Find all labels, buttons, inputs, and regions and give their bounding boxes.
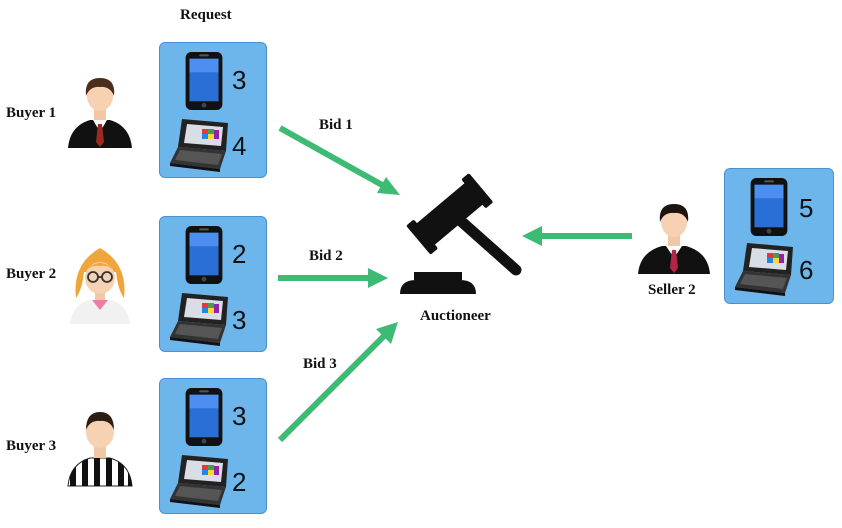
person-icon <box>67 412 133 487</box>
buyer-1-laptop-qty: 4 <box>232 131 247 161</box>
auctioneer-gavel <box>392 160 532 294</box>
bid-1-arrow <box>278 125 400 195</box>
buyer-3-laptop-qty: 2 <box>232 467 247 497</box>
buyer-2-request-box: 2 3 <box>159 216 267 352</box>
buyer-2-avatar <box>66 244 134 324</box>
person-icon <box>638 204 710 274</box>
request-heading: Request <box>180 7 232 23</box>
buyer-3-avatar <box>66 406 134 487</box>
seller-laptop-qty: 6 <box>799 255 814 285</box>
buyer-2-laptop-qty: 3 <box>232 305 247 335</box>
person-icon <box>68 78 132 148</box>
buyer-2-label: Buyer 2 <box>6 266 57 282</box>
buyer-2-phone-qty: 2 <box>232 239 247 269</box>
buyer-1-avatar <box>66 70 134 148</box>
bid-2-label: Bid 2 <box>309 248 343 264</box>
buyer-3-phone-qty: 3 <box>232 401 247 431</box>
buyer-3-label: Buyer 3 <box>6 438 57 454</box>
buyer-1-label: Buyer 1 <box>6 105 57 121</box>
gavel-icon <box>400 173 522 294</box>
seller-phone-qty: 5 <box>799 193 814 223</box>
buyer-1-request-box: 3 4 <box>159 42 267 178</box>
bid-1-label: Bid 1 <box>319 117 353 133</box>
seller-avatar <box>636 198 712 274</box>
bid-3-label: Bid 3 <box>303 356 337 372</box>
person-icon <box>70 248 130 324</box>
bid-3-arrow <box>277 322 398 443</box>
auctioneer-label: Auctioneer <box>420 308 491 324</box>
seller-label: Seller 2 <box>648 282 696 298</box>
phone-icon <box>749 177 789 237</box>
seller-arrow <box>522 226 632 246</box>
seller-offer-box: 5 6 <box>724 168 834 304</box>
buyer-3-request-box: 3 2 <box>159 378 267 514</box>
buyer-1-phone-qty: 3 <box>232 65 247 95</box>
bid-2-arrow <box>278 268 388 288</box>
laptop-icon <box>733 241 797 297</box>
